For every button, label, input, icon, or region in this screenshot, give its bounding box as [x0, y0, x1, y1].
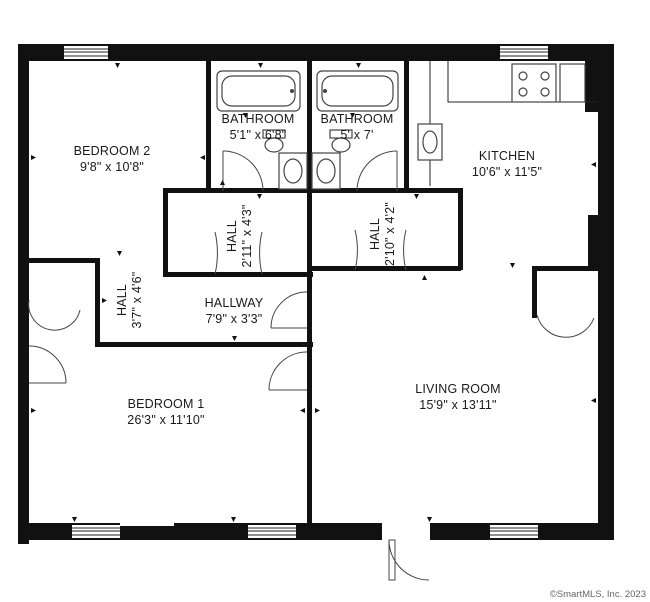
living-room-name: LIVING ROOM — [415, 382, 501, 396]
hall3-dims: 3'7" x 4'6" — [130, 272, 144, 329]
label-bedroom-2: BEDROOM 2 9'8" x 10'8" — [74, 144, 151, 174]
label-living-room: LIVING ROOM 15'9" x 13'11" — [415, 382, 501, 412]
hall1-name: HALL — [225, 220, 239, 252]
label-hall-1: HALL 2'11" x 4'3" — [225, 204, 254, 267]
sink-1 — [278, 152, 308, 190]
sink-2 — [311, 152, 341, 190]
toilet-2 — [329, 129, 353, 153]
bedroom1-name: BEDROOM 1 — [128, 397, 205, 411]
hallway-name: HALLWAY — [205, 296, 264, 310]
hall1-dims: 2'11" x 4'3" — [240, 204, 254, 267]
bedroom1-dims: 26'3" x 11'10" — [127, 413, 204, 427]
living-room-dims: 15'9" x 13'11" — [419, 398, 496, 412]
bathtub-2 — [316, 70, 399, 112]
interior-walls — [18, 61, 598, 532]
label-kitchen: KITCHEN 10'6" x 11'5" — [472, 149, 542, 179]
bathtub-1 — [216, 70, 301, 112]
label-hall-3: HALL 3'7" x 4'6" — [115, 272, 144, 329]
bathroom1-dims: 5'1" x 6'8" — [230, 128, 287, 142]
hall2-name: HALL — [368, 218, 382, 250]
stove — [511, 63, 586, 103]
label-hallway: HALLWAY 7'9" x 3'3" — [205, 296, 264, 326]
kitchen-name: KITCHEN — [479, 149, 535, 163]
bathroom2-dims: 5' x 7' — [340, 128, 373, 142]
label-bedroom-1: BEDROOM 1 26'3" x 11'10" — [127, 397, 204, 427]
bedroom2-name: BEDROOM 2 — [74, 144, 151, 158]
label-hall-2: HALL 2'10" x 4'2" — [368, 202, 397, 266]
kitchen-counter — [417, 61, 598, 186]
label-bathroom-2: BATHROOM 5' x 7' — [321, 112, 394, 142]
bedroom2-dims: 9'8" x 10'8" — [80, 160, 144, 174]
markers — [31, 63, 596, 522]
bathroom1-name: BATHROOM — [222, 112, 295, 126]
hallway-dims: 7'9" x 3'3" — [206, 312, 263, 326]
hall3-name: HALL — [115, 284, 129, 316]
label-bathroom-1: BATHROOM 5'1" x 6'8" — [222, 112, 295, 142]
toilet-1 — [262, 129, 286, 153]
hall2-dims: 2'10" x 4'2" — [383, 202, 397, 266]
exterior-walls — [18, 44, 614, 544]
kitchen-dims: 10'6" x 11'5" — [472, 165, 542, 179]
bathroom2-name: BATHROOM — [321, 112, 394, 126]
windows — [64, 46, 548, 540]
copyright-text: ©SmartMLS, Inc. 2023 — [550, 589, 646, 600]
